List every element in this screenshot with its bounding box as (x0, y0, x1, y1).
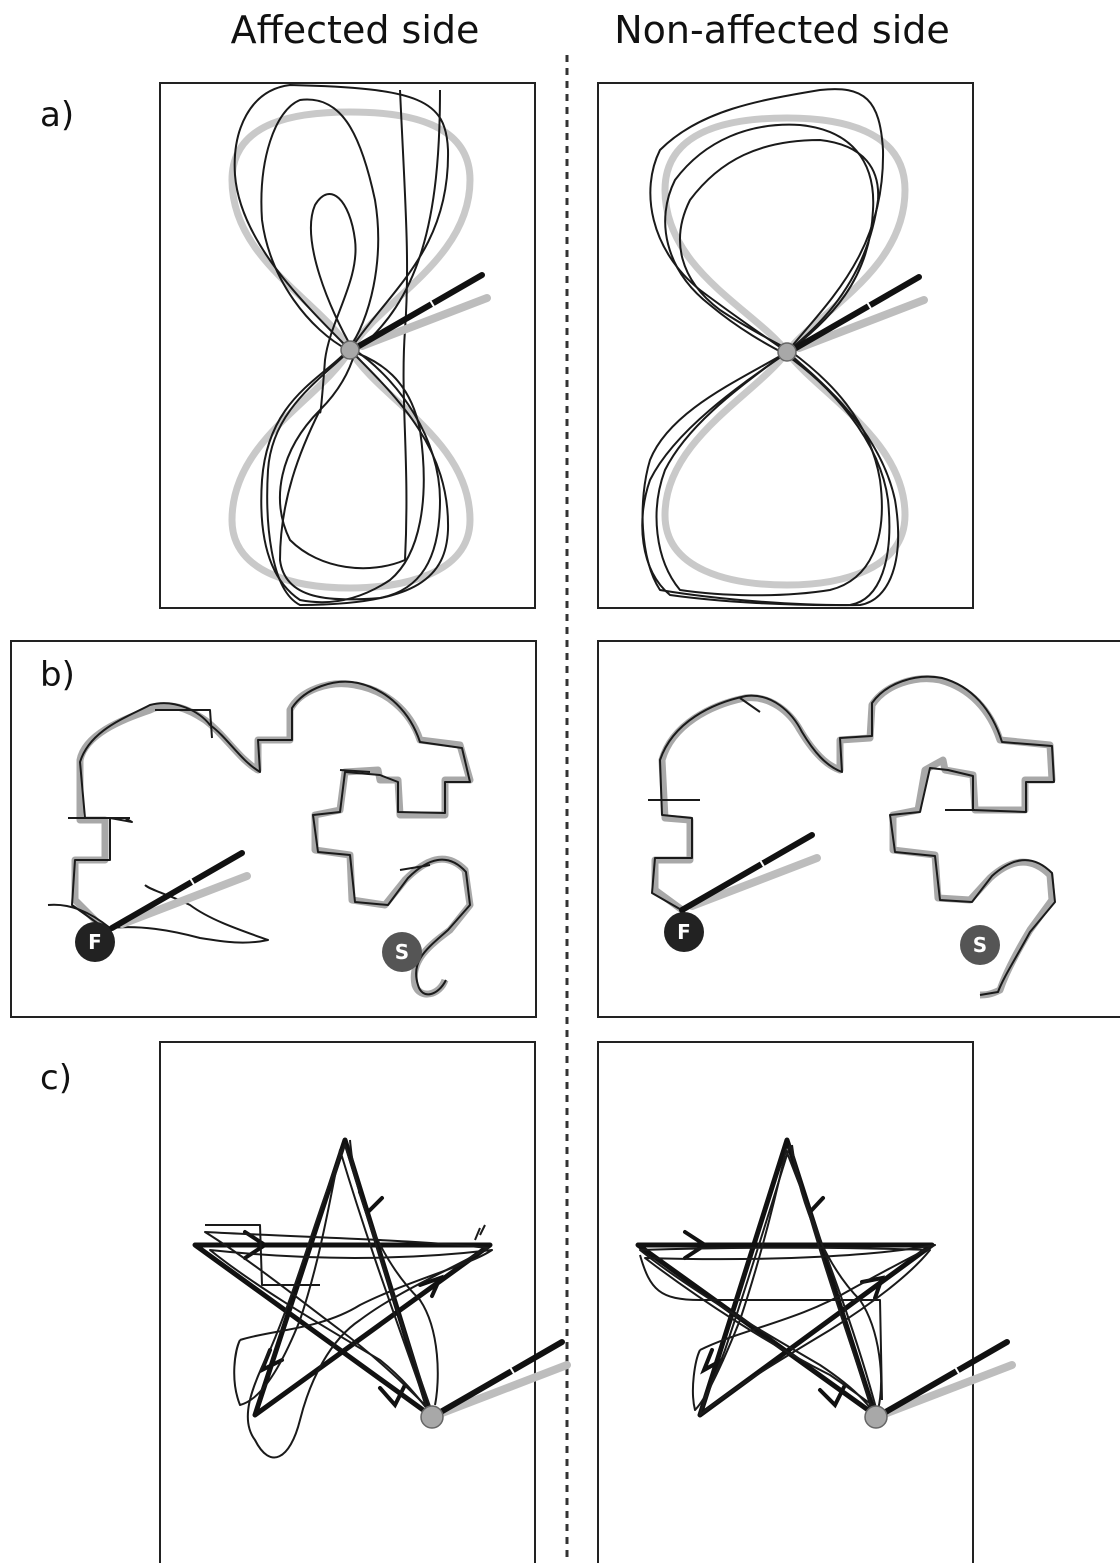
trace-line (641, 123, 891, 607)
panel-a-affected-frame (159, 82, 536, 609)
finish-marker (664, 912, 704, 952)
trace-line (209, 1149, 493, 1411)
start-marker-label: S (395, 940, 409, 964)
trace-line (648, 697, 975, 811)
trace-line (205, 1139, 486, 1406)
start-marker (960, 925, 1000, 965)
panel-a-non-affected (597, 82, 974, 609)
trace-line (233, 84, 450, 606)
start-marker (382, 932, 422, 972)
pen-icon (877, 1342, 1012, 1417)
finish-marker-label: F (88, 930, 102, 954)
panel-b-affected: F S (10, 640, 537, 1018)
panel-b-label: b) (40, 655, 75, 695)
trace-line (639, 1144, 883, 1411)
panel-c-affected (159, 1041, 567, 1563)
panel-c-non-affected (597, 1041, 1012, 1563)
pen-icon (682, 835, 817, 910)
trace-line (71, 680, 471, 996)
start-marker-label: S (973, 933, 987, 957)
panel-c-affected-frame (159, 1041, 536, 1563)
trace-line (204, 1144, 489, 1459)
start-point-dot (777, 342, 797, 362)
panel-c-non-affected-frame (597, 1041, 974, 1563)
panel-a-label: a) (40, 95, 75, 135)
finish-marker (75, 922, 115, 962)
star-target (635, 1137, 935, 1418)
affected-side-header: Affected side (230, 8, 480, 52)
trace-line (279, 192, 441, 601)
direction-arrow (243, 1190, 444, 1409)
trace-line (68, 709, 431, 871)
finish-marker-label: F (677, 920, 691, 944)
trace-line (47, 884, 269, 944)
pen-icon (432, 1342, 567, 1417)
trace-line (260, 98, 425, 604)
star-target (192, 1137, 493, 1418)
pen-icon (112, 853, 247, 928)
panel-c-label: c) (40, 1058, 72, 1098)
panel-b-affected-frame (10, 640, 537, 1018)
start-point-dot (340, 340, 360, 360)
pen-icon (352, 275, 487, 350)
panel-a-non-affected-frame (597, 82, 974, 609)
start-point-dot (420, 1405, 444, 1429)
panel-b-non-affected-frame (597, 640, 1120, 1018)
maze-path-target (651, 675, 1056, 999)
trace-line (651, 675, 1056, 996)
panel-a-affected (159, 82, 536, 609)
panel-b-non-affected: F S (597, 640, 1120, 1018)
start-point-dot (864, 1405, 888, 1429)
trace-line (279, 89, 441, 570)
non-affected-side-header: Non-affected side (614, 8, 950, 52)
